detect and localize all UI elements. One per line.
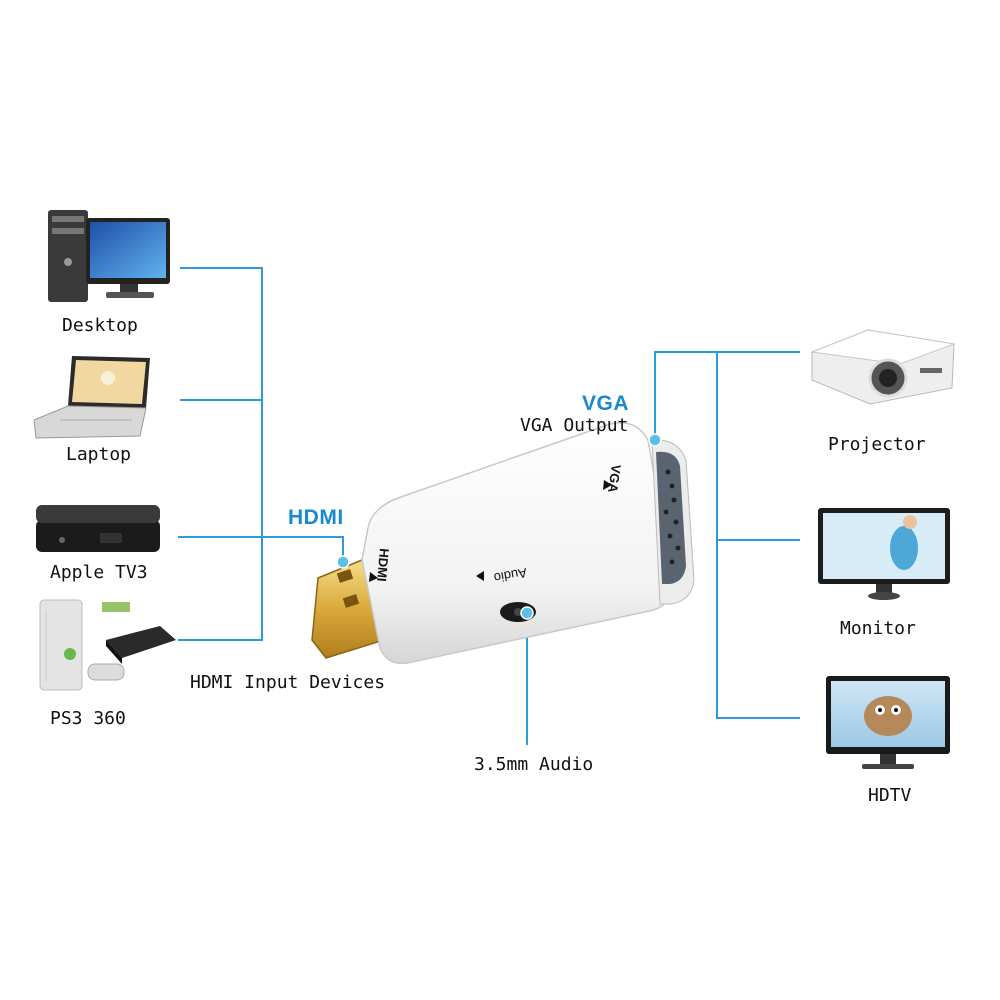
right-bus-line bbox=[716, 352, 800, 719]
audio-dot bbox=[520, 606, 534, 620]
vga-arrow-icon bbox=[603, 480, 612, 490]
hdtv-label: HDTV bbox=[868, 785, 912, 806]
laptop-icon bbox=[33, 356, 150, 439]
projector-label: Projector bbox=[828, 434, 926, 455]
audio-arrow-icon bbox=[476, 571, 484, 581]
game-console-icon bbox=[39, 599, 176, 691]
appletv-hdmi-line bbox=[178, 536, 344, 560]
hdmi-vga-adapter: HDMI VGA Audio bbox=[311, 422, 695, 665]
monitor-icon bbox=[818, 508, 950, 600]
desktop-label: Desktop bbox=[62, 315, 138, 336]
apple-tv-icon bbox=[36, 505, 160, 552]
vga-heading: VGA bbox=[582, 392, 630, 415]
adapter-body bbox=[361, 422, 674, 665]
laptop-label: Laptop bbox=[66, 444, 132, 465]
vga-output-label: VGA Output bbox=[520, 415, 629, 436]
connection-dots bbox=[336, 433, 662, 620]
hdmi-dot bbox=[336, 555, 350, 569]
apple-tv-label: Apple TV3 bbox=[50, 562, 148, 583]
audio-output-label: 3.5mm Audio bbox=[474, 754, 594, 775]
hdtv-icon bbox=[826, 676, 950, 769]
hdmi-input-devices-label: HDMI Input Devices bbox=[190, 672, 386, 693]
hdmi-plug bbox=[311, 558, 385, 659]
monitor-label: Monitor bbox=[840, 618, 916, 639]
adapter-vga-marking: VGA bbox=[605, 464, 624, 495]
adapter-audio-marking: Audio bbox=[493, 565, 528, 586]
projector-icon bbox=[810, 329, 956, 405]
hdmi-heading: HDMI bbox=[288, 506, 344, 529]
vga-dot bbox=[648, 433, 662, 447]
left-bus-line bbox=[178, 267, 263, 641]
adapter-hdmi-marking: HDMI bbox=[374, 548, 392, 582]
ps3-360-label: PS3 360 bbox=[50, 708, 126, 729]
hdmi-arrow-icon bbox=[369, 572, 378, 582]
vga-port bbox=[651, 439, 695, 605]
vga-bus-line bbox=[654, 351, 800, 440]
desktop-computer-icon bbox=[48, 210, 170, 302]
